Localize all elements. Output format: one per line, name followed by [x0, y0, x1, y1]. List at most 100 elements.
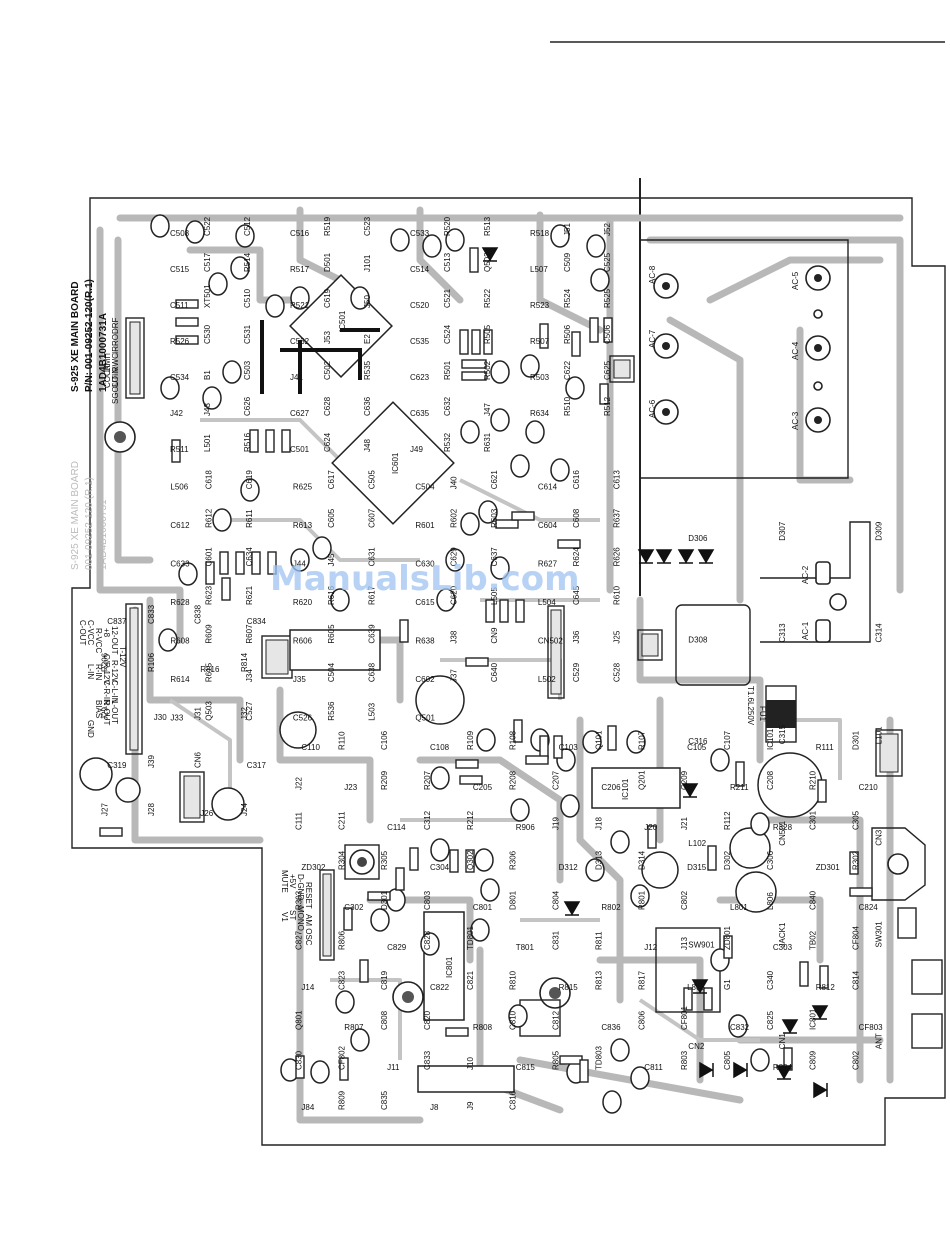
component-ref-label: L505: [490, 587, 499, 605]
resistor: [395, 867, 405, 891]
component-ref-label: C621: [490, 470, 499, 490]
resistor: [603, 317, 613, 343]
capacitor: [335, 990, 355, 1014]
cn7-pin: R-IN: [94, 664, 103, 681]
component-ref-label: C835: [380, 1090, 389, 1110]
component-ref-label: C522: [203, 216, 212, 236]
component-ref-label: J31: [193, 707, 202, 720]
resistor: [799, 961, 809, 987]
component-ref-label: R638: [415, 637, 435, 646]
component-ref-label: R108: [509, 730, 518, 750]
component-ref-label: Q302: [466, 850, 475, 870]
component-ref-label: C833: [147, 604, 156, 624]
capacitor: [585, 858, 605, 882]
component-ref-label: T801: [516, 943, 535, 952]
component-ref-label: R521: [290, 301, 310, 310]
capacitor: [602, 1090, 622, 1114]
resistor: [513, 719, 523, 743]
component-ref-label: C838: [193, 604, 202, 624]
component-ref-label: C840: [809, 890, 818, 910]
resistor: [607, 725, 617, 751]
component-ref-label: C304: [430, 863, 450, 872]
power-section-outline: [640, 239, 849, 479]
component-ref-label: J42: [170, 409, 183, 418]
component-ref-label: R628: [170, 598, 190, 607]
component-ref-label: CF804: [852, 925, 861, 950]
component-ref-label: J40: [449, 476, 458, 489]
component-ref-label: C819: [380, 970, 389, 990]
ic-label: IC101: [621, 778, 630, 800]
component-ref-label: C801: [473, 903, 493, 912]
component-ref-label: J8: [430, 1103, 439, 1112]
component-ref-label: IC101: [766, 728, 775, 750]
component-ref-label: C623: [410, 373, 430, 382]
component-ref-label: C503: [243, 360, 252, 380]
resistor: [459, 329, 469, 355]
jumper-wires: [260, 320, 380, 394]
component-ref-label: SW901: [688, 941, 715, 950]
cn5-pin: +5V: [288, 874, 297, 889]
component-ref-label: R522: [483, 288, 492, 308]
component-ref-label: Q801: [294, 1010, 303, 1030]
capacitor: [290, 548, 310, 572]
component-ref-label: C809: [809, 1050, 818, 1070]
board-title-block: S-925 XE MAIN BOARD P/N: 001-09252-120(R…: [70, 279, 109, 570]
component-ref-label: C824: [859, 903, 879, 912]
component-ref-label: C624: [323, 432, 332, 452]
cn7-pin: T-12V: [118, 646, 127, 668]
component-ref-label: R814: [240, 652, 249, 672]
component-ref-label: C812: [552, 1010, 561, 1030]
capacitor: [510, 798, 530, 822]
resistor: [461, 359, 487, 369]
component-ref-label: R616: [327, 585, 336, 605]
component-ref-label: R501: [443, 360, 452, 380]
component-ref-label: C523: [363, 216, 372, 236]
component-ref-label: R801: [637, 890, 646, 910]
component-ref-label: R536: [327, 701, 336, 721]
resistor: [295, 1055, 305, 1079]
diode: [697, 549, 715, 564]
component-ref-label: C316: [688, 737, 708, 746]
component-ref-label: CF802: [337, 1045, 346, 1070]
component-ref-label: R518: [530, 229, 550, 238]
component-ref-label: D314: [637, 850, 646, 870]
resistor: [485, 599, 495, 623]
component-ref-label: J24: [240, 803, 249, 816]
component-ref-label: C619: [245, 470, 254, 490]
resistor: [539, 735, 549, 759]
capacitor: [185, 220, 205, 244]
resistor: [399, 619, 409, 643]
component-ref-label: J12: [644, 943, 657, 952]
capacitor: [420, 932, 440, 956]
component-ref-label: R625: [293, 482, 313, 491]
component-ref-label: R806: [337, 930, 346, 950]
component-ref-label: C625: [603, 360, 612, 380]
resistor: [455, 759, 479, 769]
capacitor: [582, 730, 602, 754]
component-ref-label: C531: [243, 324, 252, 344]
resistor: [171, 439, 181, 463]
component-ref-label: C640: [490, 662, 499, 682]
component-ref-label: J29: [100, 707, 109, 720]
component-ref-label: C513: [443, 252, 452, 272]
component-ref-label: R626: [613, 547, 622, 567]
watermark: ManualsLib.com: [270, 559, 580, 599]
ac-section-outline: [760, 521, 871, 643]
component-ref-label: R109: [466, 730, 475, 750]
cn5-pin: AM OSC: [304, 914, 313, 946]
resistor: [461, 371, 487, 381]
diode: [813, 1081, 828, 1099]
component-ref-label: C822: [430, 983, 450, 992]
component-ref-label: R208: [509, 770, 518, 790]
component-ref-label: J45: [327, 553, 336, 566]
component-ref-label: Q101: [594, 730, 603, 750]
capacitor: [525, 420, 545, 444]
component-ref-label: R212: [466, 810, 475, 830]
component-ref-label: ZD301: [816, 863, 841, 872]
component-ref-label: C208: [766, 770, 775, 790]
component-ref-label: D801: [509, 890, 518, 910]
component-ref-label: J25: [613, 630, 622, 643]
component-ref-label: J11: [387, 1063, 400, 1072]
component-ref-label: C524: [443, 324, 452, 344]
